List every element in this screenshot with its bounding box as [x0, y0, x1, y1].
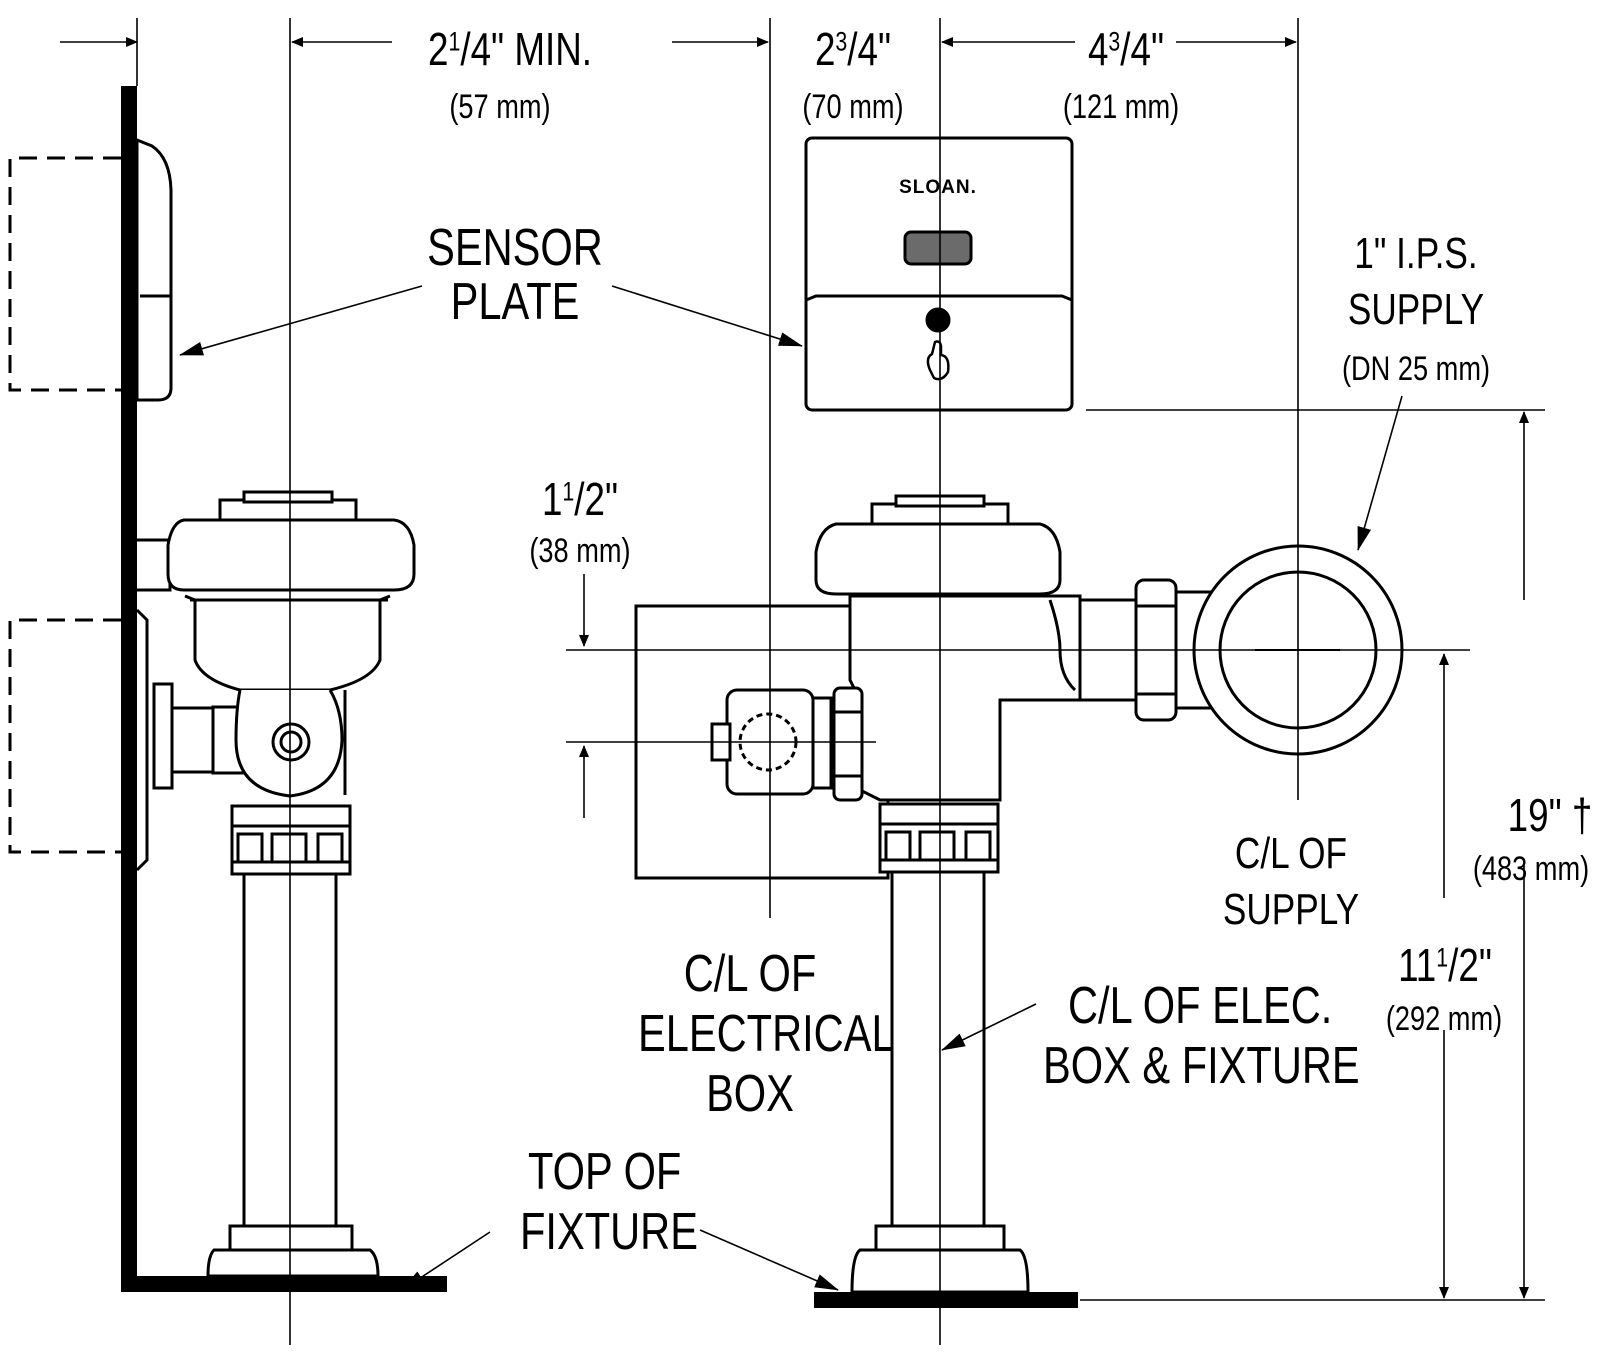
wall-box-top [8, 156, 121, 392]
front-view [634, 136, 1404, 1308]
total-height-metric: (483 mm) [1472, 850, 1590, 888]
supply-label-1: 1" I.P.S. [1354, 229, 1478, 278]
wall-offset-metric: (57 mm) [449, 88, 551, 126]
wall-offset-dim: 21/4" MIN. [428, 23, 593, 75]
total-height-dim: 19" † [1507, 789, 1593, 841]
supply-height-dim: 111/2" [1398, 939, 1492, 991]
top-fixture-label-2: FIXTURE [520, 1203, 698, 1261]
sensor-housing [804, 136, 1074, 412]
vertical-offset-metric: (38 mm) [529, 532, 631, 570]
cl-box-fixture-label-2: BOX & FIXTURE [1043, 1037, 1360, 1095]
cl-box-fixture-label-1: C/L OF ELEC. [1068, 977, 1333, 1035]
top-fixture-label-1: TOP OF [528, 1143, 682, 1201]
sensor-window [903, 230, 973, 266]
cl-elec-label-2: ELECTRICAL [638, 1005, 895, 1063]
valve-offset-dim: 23/4" [814, 23, 892, 75]
dimension-lines [60, 18, 1545, 1345]
cl-supply-label-2: SUPPLY [1222, 885, 1360, 934]
brand-logo: SLOAN. [899, 177, 977, 198]
floor-left [121, 1276, 447, 1292]
vertical-offset-dim: 11/2" [541, 473, 619, 525]
supply-offset-dim: 43/4" [1087, 23, 1165, 75]
supply-height-metric: (292 mm) [1385, 1000, 1503, 1038]
sensor-plate-side [135, 137, 173, 402]
wall [121, 86, 137, 1292]
valve-offset-metric: (70 mm) [802, 88, 904, 126]
cl-supply-label-1: C/L OF [1234, 829, 1348, 878]
sensor-plate-label-1: SENSOR [427, 219, 603, 277]
sensor-plate-label-2: PLATE [450, 273, 580, 331]
supply-offset-metric: (121 mm) [1062, 88, 1180, 126]
supply-label-2: SUPPLY [1347, 285, 1485, 334]
cl-elec-label-3: BOX [706, 1065, 794, 1123]
override-button [925, 307, 951, 333]
side-view [8, 86, 447, 1292]
cl-elec-label-1: C/L OF [683, 945, 817, 1003]
wall-box-bottom [8, 618, 121, 854]
supply-label-3: (DN 25 mm) [1341, 350, 1491, 388]
floor-right [814, 1292, 1078, 1308]
